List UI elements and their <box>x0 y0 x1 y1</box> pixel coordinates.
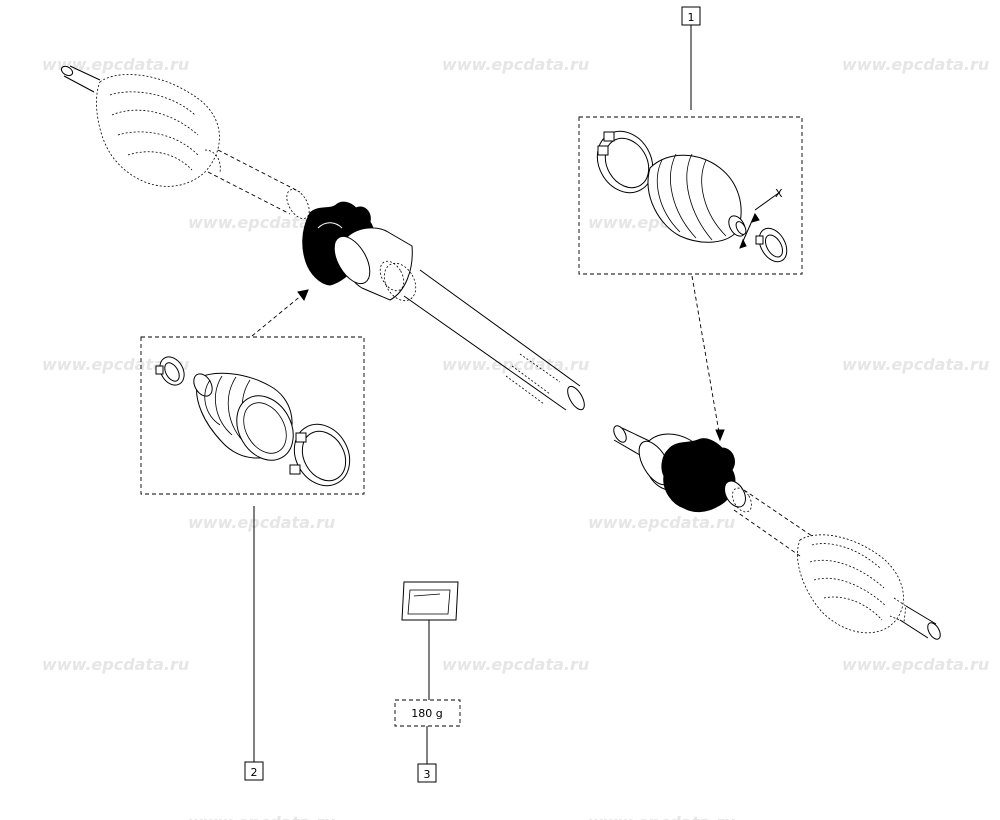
watermark: www.epcdata.ru <box>442 355 589 374</box>
watermark: www.epcdata.ru <box>42 355 189 374</box>
driveshaft-upper-left <box>60 65 585 411</box>
kit-box-outer-boot: 1 X <box>578 6 803 442</box>
watermark: www.epcdata.ru <box>442 655 589 674</box>
grease-quantity: 180 g <box>411 707 442 720</box>
watermark: www.epcdata.ru <box>588 513 735 532</box>
watermark: www.epcdata.ru <box>188 213 335 232</box>
watermark: www.epcdata.ru <box>442 55 589 74</box>
callout-1: 1 <box>688 11 695 24</box>
dimension-label: X <box>775 187 783 200</box>
watermark-layer: www.epcdata.ru www.epcdata.ru www.epcdat… <box>42 55 989 820</box>
grease-sachet: 180 g 3 <box>394 581 461 783</box>
watermark: www.epcdata.ru <box>588 813 735 820</box>
watermark: www.epcdata.ru <box>188 813 335 820</box>
watermark: www.epcdata.ru <box>842 55 989 74</box>
callout-2: 2 <box>251 766 258 779</box>
watermark: www.epcdata.ru <box>42 55 189 74</box>
callout-3: 3 <box>424 768 431 781</box>
watermark: www.epcdata.ru <box>842 655 989 674</box>
watermark: www.epcdata.ru <box>42 655 189 674</box>
watermark: www.epcdata.ru <box>188 513 335 532</box>
grease-quantity-box <box>394 699 461 727</box>
watermark: www.epcdata.ru <box>842 355 989 374</box>
kit-box-inner-boot: 2 <box>140 336 365 781</box>
driveshaft-lower-right <box>613 425 941 640</box>
